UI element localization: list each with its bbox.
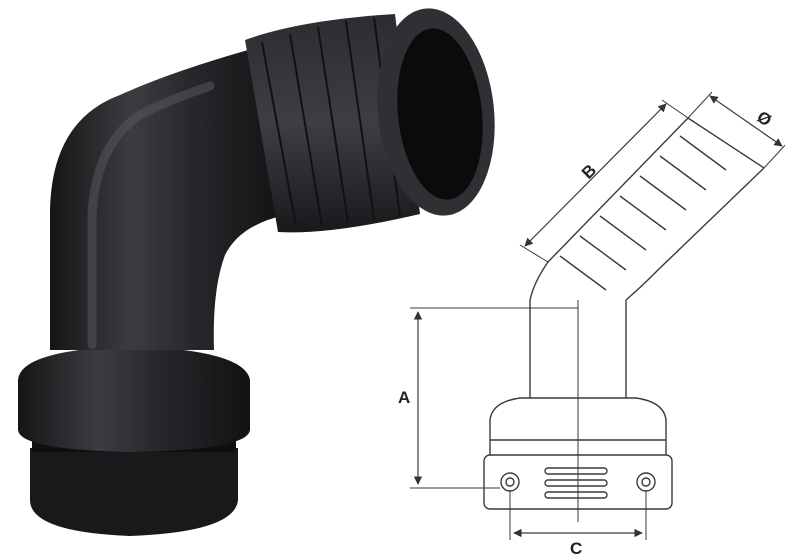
dimension-label-c: C bbox=[570, 539, 582, 558]
drawing-angled-barb bbox=[547, 117, 765, 301]
elbow-neck bbox=[50, 48, 285, 350]
barbed-outlet bbox=[245, 14, 420, 233]
dimension-label-diameter: Ø bbox=[753, 107, 775, 130]
dimension-label-b: B bbox=[578, 161, 600, 183]
dimension-a bbox=[410, 307, 578, 489]
neck-highlight bbox=[87, 81, 215, 350]
dimension-b bbox=[519, 99, 689, 263]
dimension-label-a: A bbox=[398, 388, 410, 407]
drawing-vertical-pipe bbox=[529, 261, 627, 398]
technical-drawing bbox=[410, 91, 785, 540]
drawing-center-slots bbox=[544, 467, 608, 499]
base-flange-lower bbox=[30, 448, 238, 536]
elbow-fitting-photo bbox=[18, 8, 495, 536]
base-flange-upper bbox=[18, 346, 250, 452]
dimension-c bbox=[509, 490, 647, 540]
outlet-opening-bore bbox=[397, 28, 483, 200]
dimension-diameter bbox=[687, 91, 785, 169]
drawing-mount-hole-right bbox=[636, 472, 656, 492]
drawing-mount-hole-left bbox=[500, 472, 520, 492]
